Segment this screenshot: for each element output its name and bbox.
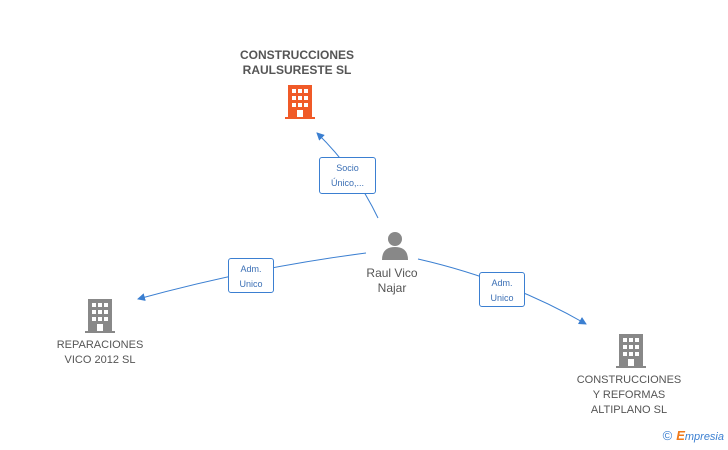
building-icon	[616, 334, 646, 368]
company-node-right[interactable]: CONSTRUCCIONES Y REFORMAS ALTIPLANO SL	[567, 373, 691, 418]
company-name-left: REPARACIONES VICO 2012 SL	[56, 339, 144, 366]
company-name-right: CONSTRUCCIONES Y REFORMAS ALTIPLANO SL	[576, 374, 682, 416]
building-icon	[85, 299, 115, 333]
brand-logo-text: mpresia	[684, 431, 724, 443]
edge-label-right: Adm. Unico	[479, 272, 525, 307]
company-name-top: CONSTRUCCIONES RAULSURESTE SL	[239, 48, 354, 77]
company-node-top[interactable]: CONSTRUCCIONES RAULSURESTE SL	[217, 48, 377, 78]
brand-footer[interactable]: ©Empresia	[663, 428, 724, 443]
edge-label-left: Adm. Unico	[228, 258, 274, 293]
person-icon	[382, 232, 408, 260]
copyright-icon: ©	[662, 428, 673, 443]
brand-logo-e: E	[676, 428, 685, 443]
edge-label-top: Socio Único,...	[319, 157, 376, 194]
building-icon	[285, 85, 315, 119]
person-name: Raul Vico Najar	[366, 266, 418, 295]
company-node-left[interactable]: REPARACIONES VICO 2012 SL	[38, 338, 162, 368]
person-node-center[interactable]: Raul Vico Najar	[340, 266, 444, 296]
